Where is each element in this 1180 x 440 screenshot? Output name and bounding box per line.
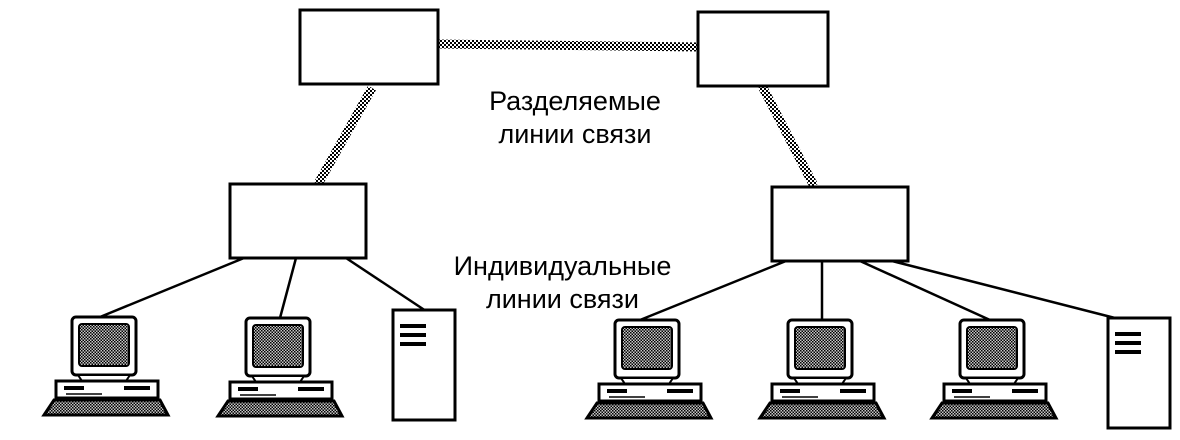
individual-link-right-pc3 [859, 259, 991, 322]
shared-links [314, 39, 818, 189]
node-top-right [696, 10, 830, 88]
individual-link-left-pc1 [99, 256, 245, 319]
network-nodes [228, 8, 910, 263]
individual-links-label-line2: линии связи [485, 284, 640, 314]
shared-links-label: Разделяемые линии связи [470, 85, 680, 151]
individual-links-label-line1: Индивидуальные [453, 251, 672, 281]
computer-icon [216, 316, 344, 418]
individual-link-right-pc1 [639, 259, 787, 322]
computer-icon [585, 318, 713, 420]
shared-links-label-line1: Разделяемые [489, 86, 661, 116]
individual-link-left-server [345, 256, 427, 313]
computer-icon [42, 315, 170, 417]
node-mid-left [228, 182, 368, 260]
shared-link-left [314, 85, 376, 187]
shared-links-label-line2: линии связи [498, 119, 652, 149]
shared-link-top [437, 39, 701, 52]
individual-link-left-pc2 [278, 257, 298, 319]
server-icon [391, 308, 457, 422]
individual-links-label: Индивидуальные линии связи [430, 250, 695, 316]
node-mid-right [770, 185, 910, 263]
server-icon [1106, 316, 1172, 430]
individual-links [99, 256, 1116, 322]
computer-icon [758, 318, 886, 420]
end-devices [42, 308, 1172, 430]
computer-icon [930, 318, 1058, 420]
individual-link-right-server [891, 259, 1116, 320]
node-top-left [298, 8, 440, 86]
shared-link-right [758, 83, 818, 189]
